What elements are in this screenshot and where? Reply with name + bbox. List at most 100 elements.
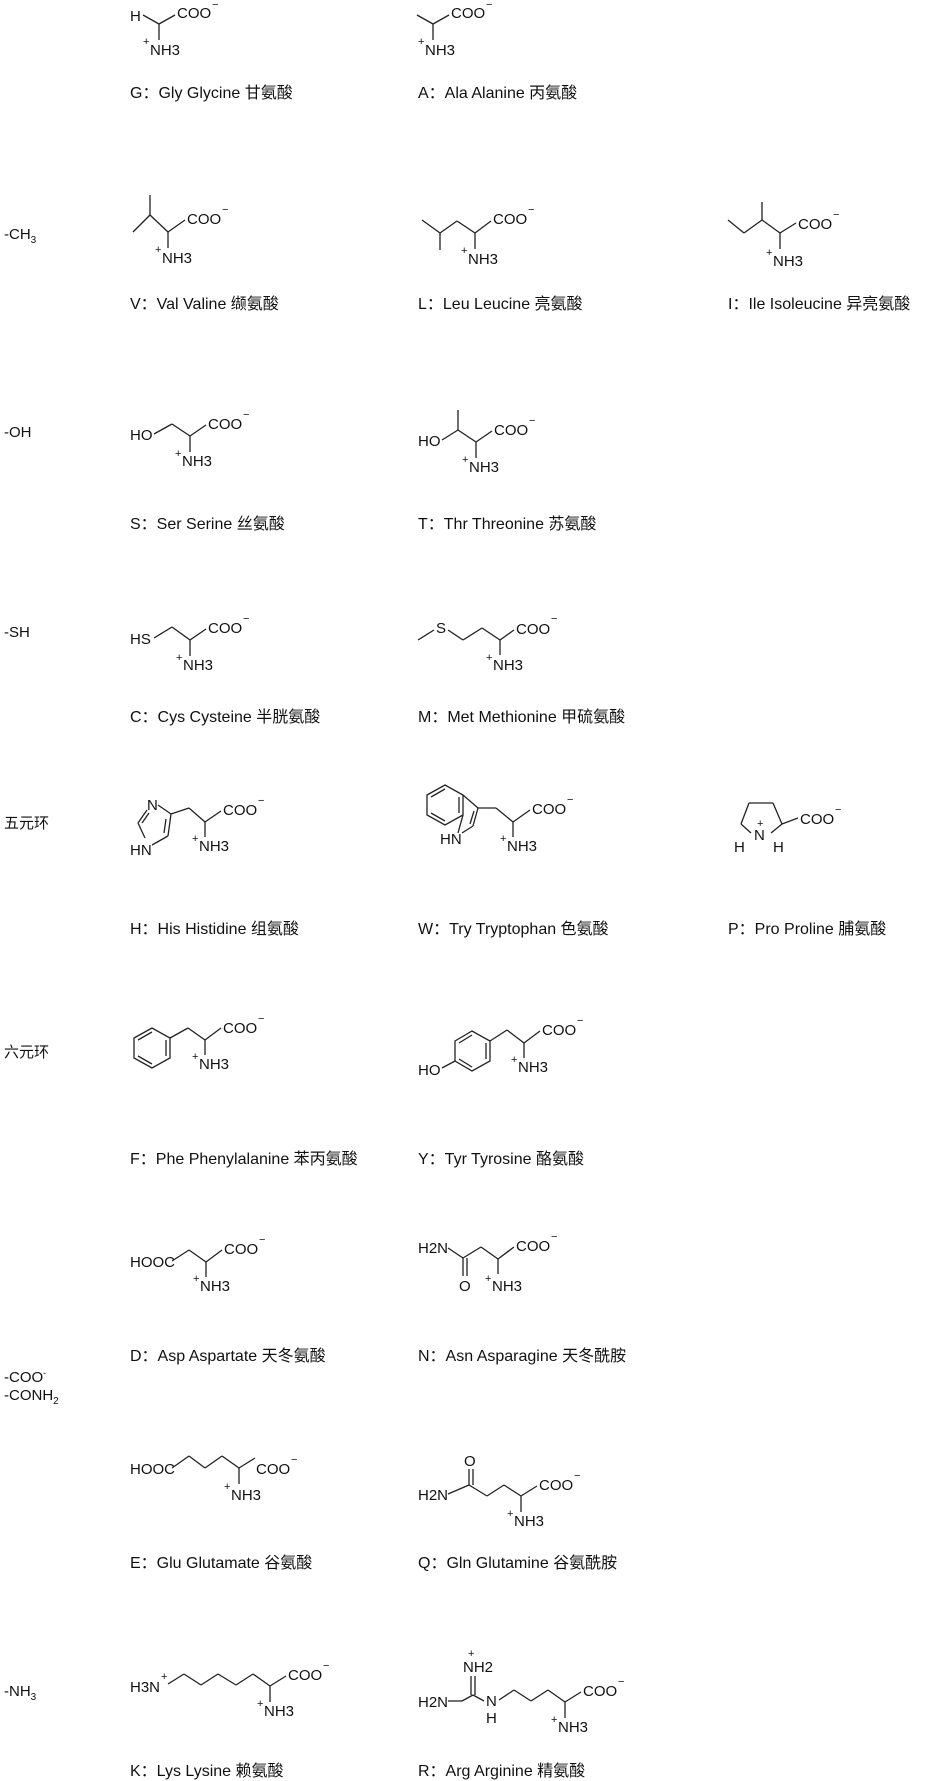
structure-glutamine: O H2N COO − + NH3 bbox=[418, 1453, 580, 1530]
svg-text:COO: COO bbox=[187, 211, 221, 228]
caption-histidine: H：His Histidine 组氨酸 bbox=[130, 921, 299, 938]
svg-text:H2N: H2N bbox=[418, 1487, 448, 1504]
svg-text:HO: HO bbox=[418, 1062, 441, 1079]
svg-text:COO: COO bbox=[800, 811, 834, 828]
svg-text:−: − bbox=[258, 795, 264, 807]
caption-tryptophan: W：Try Tryptophan 色氨酸 bbox=[418, 921, 609, 938]
svg-text:COO: COO bbox=[516, 1238, 550, 1255]
svg-text:HS: HS bbox=[130, 631, 151, 648]
svg-text:+: + bbox=[468, 1648, 474, 1660]
svg-text:+: + bbox=[485, 1273, 491, 1285]
svg-text:COO: COO bbox=[539, 1477, 573, 1494]
svg-text:+: + bbox=[766, 247, 772, 259]
caption-asparagine: N：Asn Asparagine 天冬酰胺 bbox=[418, 1348, 627, 1365]
caption-threonine: T：Thr Threonine 苏氨酸 bbox=[418, 516, 597, 533]
svg-text:−: − bbox=[258, 1013, 264, 1025]
svg-text:NH3: NH3 bbox=[518, 1059, 548, 1076]
svg-text:−: − bbox=[222, 204, 228, 216]
svg-text:H: H bbox=[486, 1710, 497, 1727]
svg-text:COO: COO bbox=[798, 216, 832, 233]
svg-text:+: + bbox=[500, 833, 506, 845]
svg-text:NH3: NH3 bbox=[182, 453, 212, 470]
group-label-thiol: -SH bbox=[4, 624, 30, 641]
caption-valine: V：Val Valine 缬氨酸 bbox=[130, 296, 279, 313]
svg-text:−: − bbox=[833, 209, 839, 221]
svg-text:NH3: NH3 bbox=[468, 251, 498, 268]
structure-tyrosine: HO COO − + NH3 bbox=[418, 1015, 583, 1079]
structure-histidine: N HN COO − + NH3 bbox=[130, 795, 264, 859]
svg-text:COO: COO bbox=[493, 211, 527, 228]
svg-text:+: + bbox=[175, 448, 181, 460]
caption-leucine: L：Leu Leucine 亮氨酸 bbox=[418, 296, 583, 313]
structure-proline: + N H H COO − bbox=[734, 802, 841, 856]
svg-text:HOOC: HOOC bbox=[130, 1461, 175, 1478]
svg-text:COO: COO bbox=[288, 1667, 322, 1684]
svg-text:NH3: NH3 bbox=[264, 1703, 294, 1720]
svg-text:H: H bbox=[130, 8, 141, 25]
svg-text:−: − bbox=[291, 1454, 297, 1466]
svg-text:NH3: NH3 bbox=[469, 459, 499, 476]
svg-text:N: N bbox=[147, 797, 158, 814]
svg-text:+: + bbox=[161, 1671, 167, 1683]
svg-text:NH3: NH3 bbox=[183, 657, 213, 674]
svg-text:COO: COO bbox=[494, 422, 528, 439]
group-label-methyl: -CH3 bbox=[4, 226, 37, 246]
svg-text:H: H bbox=[773, 839, 784, 856]
svg-text:−: − bbox=[243, 613, 249, 625]
svg-text:HO: HO bbox=[130, 427, 153, 444]
svg-text:−: − bbox=[574, 1470, 580, 1482]
svg-text:NH3: NH3 bbox=[425, 42, 455, 59]
svg-text:+: + bbox=[461, 245, 467, 257]
group-label-hydroxyl: -OH bbox=[4, 424, 32, 441]
caption-glutamate: E：Glu Glutamate 谷氨酸 bbox=[130, 1555, 313, 1572]
svg-text:COO: COO bbox=[208, 416, 242, 433]
svg-text:+: + bbox=[143, 36, 149, 48]
structure-phenylalanine: COO − + NH3 bbox=[133, 1013, 264, 1073]
svg-text:NH3: NH3 bbox=[199, 838, 229, 855]
svg-text:+: + bbox=[462, 454, 468, 466]
svg-text:−: − bbox=[567, 794, 573, 806]
svg-text:H2N: H2N bbox=[418, 1240, 448, 1257]
svg-text:NH3: NH3 bbox=[492, 1278, 522, 1295]
svg-text:−: − bbox=[551, 613, 557, 625]
caption-cysteine: C：Cys Cysteine 半胱氨酸 bbox=[130, 709, 321, 726]
caption-glycine: G：Gly Glycine 甘氨酸 bbox=[130, 85, 293, 102]
svg-text:NH3: NH3 bbox=[150, 42, 180, 59]
svg-text:HOOC: HOOC bbox=[130, 1254, 175, 1271]
svg-text:+: + bbox=[192, 833, 198, 845]
svg-text:COO: COO bbox=[224, 1241, 258, 1258]
svg-text:−: − bbox=[577, 1015, 583, 1027]
svg-text:−: − bbox=[528, 204, 534, 216]
svg-text:+: + bbox=[418, 36, 424, 48]
svg-text:COO: COO bbox=[542, 1022, 576, 1039]
structure-glutamate: HOOC COO − + NH3 bbox=[130, 1454, 297, 1504]
svg-text:−: − bbox=[259, 1234, 265, 1246]
svg-text:+: + bbox=[757, 818, 763, 830]
structure-tryptophan: HN COO − + NH3 bbox=[426, 784, 573, 855]
structure-isoleucine: COO − + NH3 bbox=[727, 202, 839, 270]
structure-alanine: COO − + NH3 bbox=[416, 0, 492, 59]
group-label-carboxyl: -COO--CONH2 bbox=[4, 1368, 59, 1407]
svg-text:O: O bbox=[459, 1278, 471, 1295]
group-label-six-ring: 六元环 bbox=[4, 1044, 50, 1061]
svg-text:+: + bbox=[257, 1698, 263, 1710]
svg-text:HO: HO bbox=[418, 433, 441, 450]
svg-text:+: + bbox=[176, 652, 182, 664]
svg-text:COO: COO bbox=[583, 1683, 617, 1700]
caption-alanine: A：Ala Alanine 丙氨酸 bbox=[418, 85, 578, 102]
svg-text:+: + bbox=[551, 1714, 557, 1726]
structure-leucine: COO − + NH3 bbox=[421, 204, 534, 268]
svg-text:S: S bbox=[436, 620, 446, 637]
svg-text:−: − bbox=[529, 415, 535, 427]
structure-arginine: + NH2 H2N N H COO − + NH3 bbox=[418, 1648, 624, 1736]
caption-aspartate: D：Asp Aspartate 天冬氨酸 bbox=[130, 1348, 326, 1365]
svg-text:NH3: NH3 bbox=[231, 1487, 261, 1504]
structure-valine: COO − + NH3 bbox=[132, 195, 228, 267]
svg-text:H3N: H3N bbox=[130, 1679, 160, 1696]
svg-text:−: − bbox=[323, 1660, 329, 1672]
svg-text:+: + bbox=[511, 1054, 517, 1066]
svg-text:COO: COO bbox=[451, 5, 485, 22]
svg-text:HN: HN bbox=[440, 831, 462, 848]
svg-text:COO: COO bbox=[177, 5, 211, 22]
